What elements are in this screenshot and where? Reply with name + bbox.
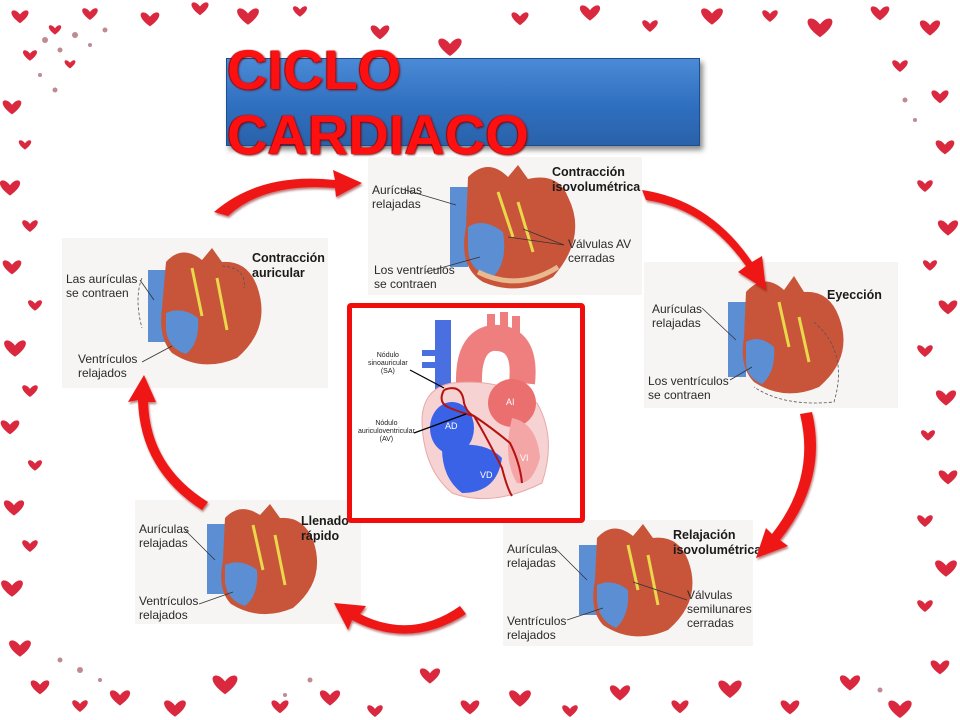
phase-title: Llenado rápido (301, 514, 349, 543)
arrow-icon (214, 170, 362, 216)
label-auriculas: Aurículas relajadas (139, 522, 190, 550)
title-banner: CICLO CARDIACO (226, 38, 700, 166)
label-av-node: Nódulo auriculoventricular (AV) (358, 420, 415, 443)
label-valvulas: Válvulas semilunares cerradas (687, 588, 752, 630)
phase-panel-relajacion-isovolumetrica: Relajación isovolumétrica Aurículas rela… (503, 520, 761, 646)
label-ad: AD (445, 421, 458, 431)
label-ventriculos: Ventrículos relajados (507, 614, 567, 642)
heart-illustration (184, 504, 318, 615)
label-ventriculos: Ventrículos relajados (139, 594, 199, 622)
label-ai: AI (506, 397, 515, 407)
label-vd: VD (480, 470, 493, 480)
arrow-icon (756, 412, 816, 558)
phase-title: Contracción auricular (252, 251, 325, 280)
label-auriculas: Las aurículas se contraen (66, 272, 138, 300)
phase-panel-eyeccion: Eyección Aurículas relajadas Los ventríc… (644, 262, 898, 408)
phase-panel-contraccion-auricular: Contracción auricular Las aurículas se c… (62, 238, 328, 388)
heart-conduction-illustration (409, 312, 549, 500)
label-ventriculos: Los ventrículos se contraen (374, 263, 455, 291)
label-ventriculos: Los ventrículos se contraen (648, 374, 729, 402)
phase-title: Relajación isovolumétrica (673, 528, 762, 557)
label-auriculas: Aurículas relajadas (507, 542, 558, 570)
phase-panel-contraccion-isovolumetrica: Contracción isovolumétrica Aurículas rel… (368, 157, 642, 295)
phase-panel-llenado-rapido: Llenado rápido Aurículas relajadas Ventr… (135, 500, 361, 624)
label-ventriculos: Ventrículos relajados (78, 352, 138, 380)
conduction-system-diagram: Nódulo sinoauricular (SA) Nódulo auricul… (347, 303, 585, 523)
arrow-icon (128, 375, 208, 510)
label-vi: VI (520, 453, 529, 463)
label-valvulas: Válvulas AV cerradas (568, 237, 632, 265)
label-sa-node: Nódulo sinoauricular (SA) (368, 352, 408, 375)
page-title: CICLO CARDIACO (227, 38, 529, 166)
heart-illustration (554, 524, 693, 637)
heart-illustration (137, 248, 262, 365)
label-auriculas: Aurículas relajadas (372, 183, 423, 211)
label-auriculas: Aurículas relajadas (652, 302, 703, 330)
phase-title: Contracción isovolumétrica (552, 165, 641, 194)
heart-illustration (701, 276, 844, 404)
phase-title: Eyección (827, 288, 882, 302)
heart-illustration (401, 165, 576, 289)
